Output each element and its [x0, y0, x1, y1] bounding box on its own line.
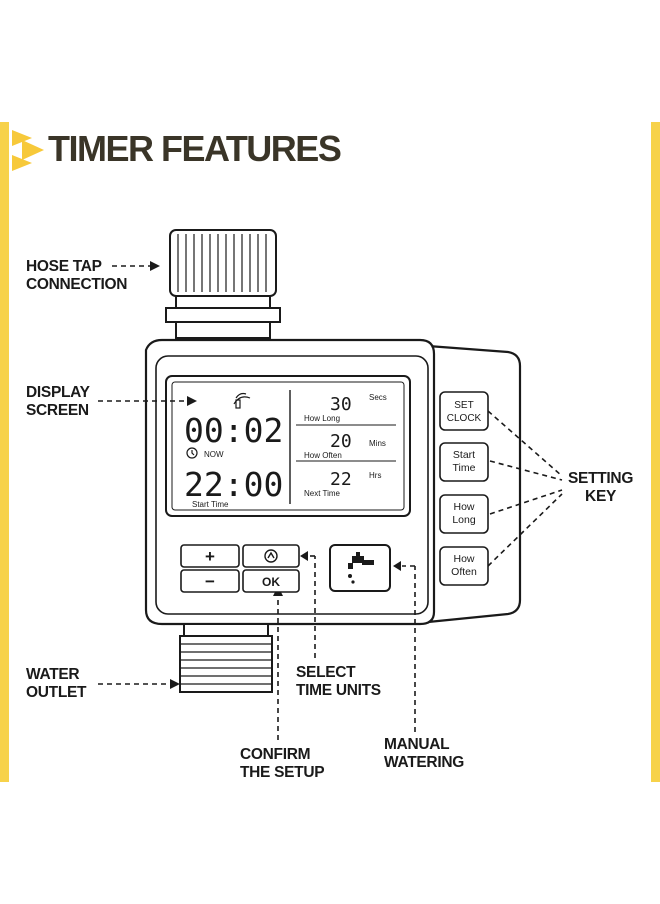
how-often-key-label-1: How [453, 553, 474, 565]
arrow-chevron-icon [12, 130, 44, 171]
minus-label: − [205, 572, 215, 591]
how-often-button[interactable] [439, 546, 489, 586]
now-label: NOW [204, 450, 224, 459]
set-clock-label-1: SET [454, 400, 473, 411]
setting-key-label-1: SETTING [568, 470, 634, 487]
hose-tap-label-2: CONNECTION [26, 276, 128, 293]
how-often-key-label-2: Often [451, 566, 477, 578]
page-title: TIMER FEATURES [48, 128, 342, 169]
manual-watering-button[interactable] [329, 544, 391, 592]
setting-key-callout: SETTING KEY [568, 470, 633, 506]
display-callout: DISPLAY SCREEN [26, 384, 90, 420]
confirm-callout: CONFIRM THE SETUP [240, 746, 325, 782]
start-time-readout: 22:00 [184, 465, 283, 504]
select-units-callout: SELECT TIME UNITS [296, 664, 381, 700]
water-outlet [179, 623, 273, 693]
plus-button[interactable] [180, 544, 240, 568]
how-long-key-label-1: How [453, 501, 474, 513]
sprinkler-icon [233, 392, 251, 409]
next-time-unit: Hrs [369, 471, 381, 480]
how-long-value: 30 [330, 394, 352, 415]
manual-watering-callout: MANUAL WATERING [384, 736, 464, 772]
hose-tap-label-1: HOSE TAP [26, 258, 102, 275]
hose-tap-connector [165, 229, 281, 339]
left-accent-stripe [0, 122, 9, 782]
confirm-label-1: CONFIRM [240, 746, 311, 763]
water-outlet-label-2: OUTLET [26, 684, 87, 701]
next-time-value: 22 [330, 469, 352, 490]
water-outlet-callout: WATER OUTLET [26, 666, 87, 702]
how-long-key-label-2: Long [452, 514, 476, 526]
select-unit-button[interactable] [242, 544, 300, 568]
how-often-label: How Often [304, 451, 342, 460]
control-buttons [180, 391, 489, 593]
cycle-icon [264, 549, 278, 563]
setting-key-label-2: KEY [585, 488, 617, 505]
set-clock-button[interactable] [439, 391, 489, 431]
how-long-label: How Long [304, 414, 340, 423]
plus-label: + [205, 547, 215, 566]
how-often-value: 20 [330, 431, 352, 452]
start-time-button[interactable] [439, 442, 489, 482]
display-label-2: SCREEN [26, 402, 89, 419]
how-long-unit: Secs [369, 393, 387, 402]
display-label-1: DISPLAY [26, 384, 90, 401]
set-clock-label-2: CLOCK [447, 413, 482, 424]
faucet-icon [348, 552, 374, 584]
display-screen [165, 375, 411, 517]
select-units-label-2: TIME UNITS [296, 682, 381, 699]
leader-arrowheads [150, 261, 401, 689]
next-time-label: Next Time [304, 489, 341, 498]
manual-watering-label-2: WATERING [384, 754, 464, 771]
now-time-readout: 00:02 [184, 411, 283, 450]
ok-button[interactable] [242, 569, 300, 593]
confirm-label-2: THE SETUP [240, 764, 325, 781]
ok-label: OK [262, 575, 280, 589]
how-often-unit: Mins [369, 439, 386, 448]
manual-watering-label-1: MANUAL [384, 736, 450, 753]
start-time-label: Start Time [192, 500, 229, 509]
start-time-key-label-1: Start [453, 449, 475, 461]
right-accent-stripe [651, 122, 660, 782]
leader-lines [98, 265, 563, 740]
how-long-button[interactable] [439, 494, 489, 534]
select-units-label-1: SELECT [296, 664, 356, 681]
minus-button[interactable] [180, 569, 240, 593]
clock-icon [186, 447, 198, 459]
start-time-key-label-2: Time [453, 462, 476, 474]
water-outlet-label-1: WATER [26, 666, 80, 683]
hose-tap-callout: HOSE TAP CONNECTION [26, 258, 128, 294]
